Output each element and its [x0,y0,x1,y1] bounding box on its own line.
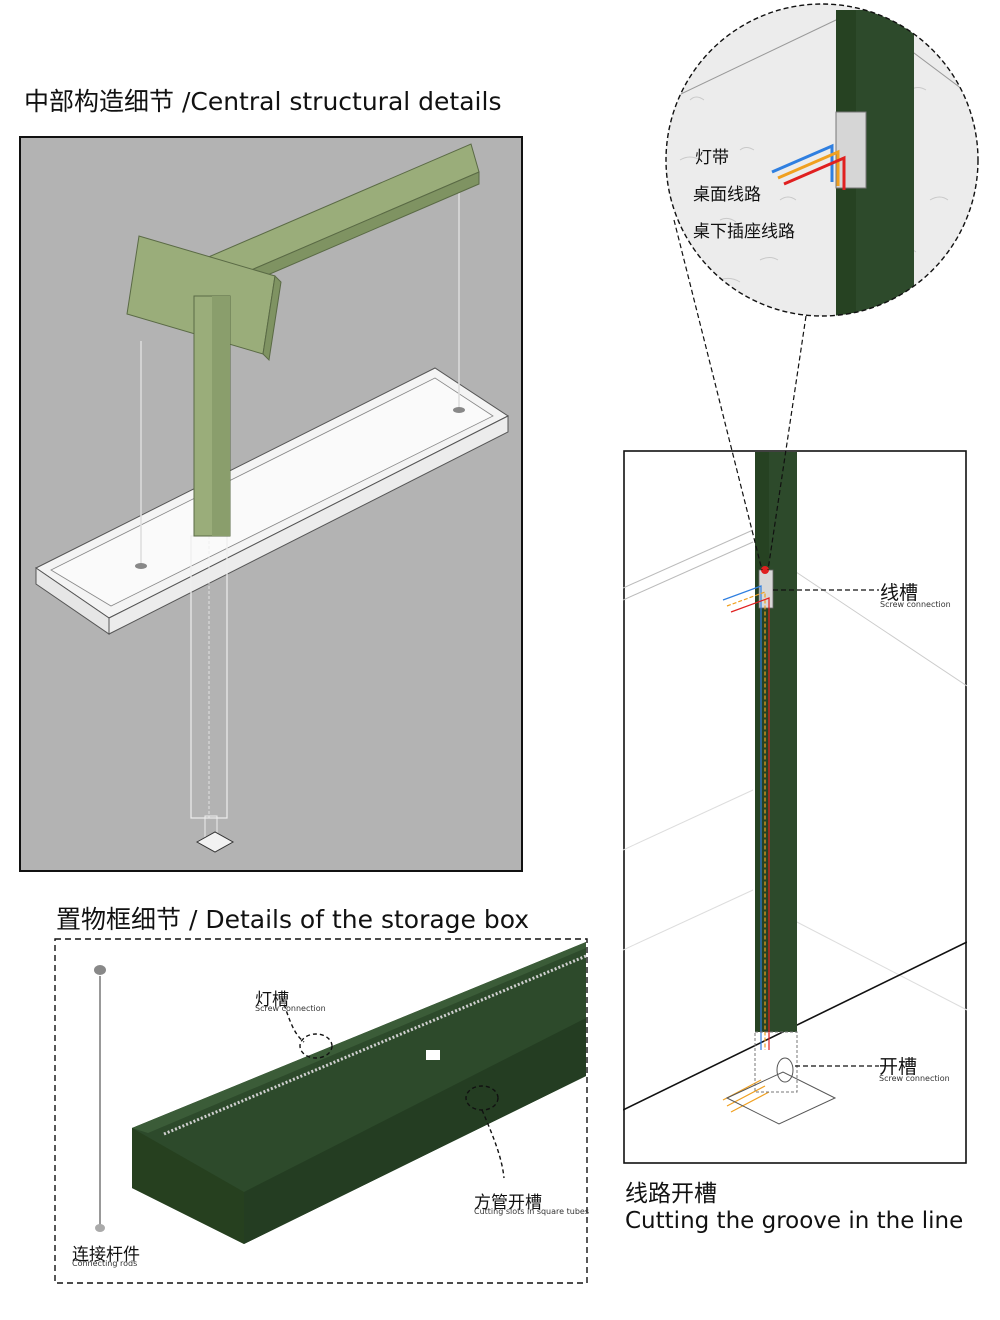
central-structure-panel [19,136,523,872]
storage-title: 置物框细节 / Details of the storage box [56,905,530,934]
storage-box-panel [54,938,588,1284]
slot-sublabel: Screw connection [879,1074,950,1083]
slot-label: 开槽 [879,1056,918,1078]
groove-sublabel: Screw connection [880,600,951,609]
tube-slot-sublabel: Cutting slots in square tubes [474,1207,589,1216]
central-title: 中部构造细节 /Central structural details [24,87,502,116]
light-strip-label: 灯带 [695,148,729,168]
tube-slot-label: 方管开槽 [474,1193,542,1213]
light-slot-label: 灯槽 [255,990,289,1010]
rod-label: 连接杆件 [72,1245,140,1265]
rod-sublabel: Connecting rods [72,1259,138,1268]
wiring-title-en: Cutting the groove in the line [625,1208,964,1234]
socket-line-label: 桌下插座线路 [693,222,795,242]
groove-label: 线槽 [880,582,919,604]
zoom-detail-circle [665,3,979,317]
wiring-title-cn: 线路开槽 [625,1181,717,1207]
zoom-leader-lines [673,219,807,571]
desk-line-label: 桌面线路 [693,185,761,205]
wiring-groove-panel [623,450,967,1164]
light-slot-sublabel: Screw connection [255,1004,326,1013]
